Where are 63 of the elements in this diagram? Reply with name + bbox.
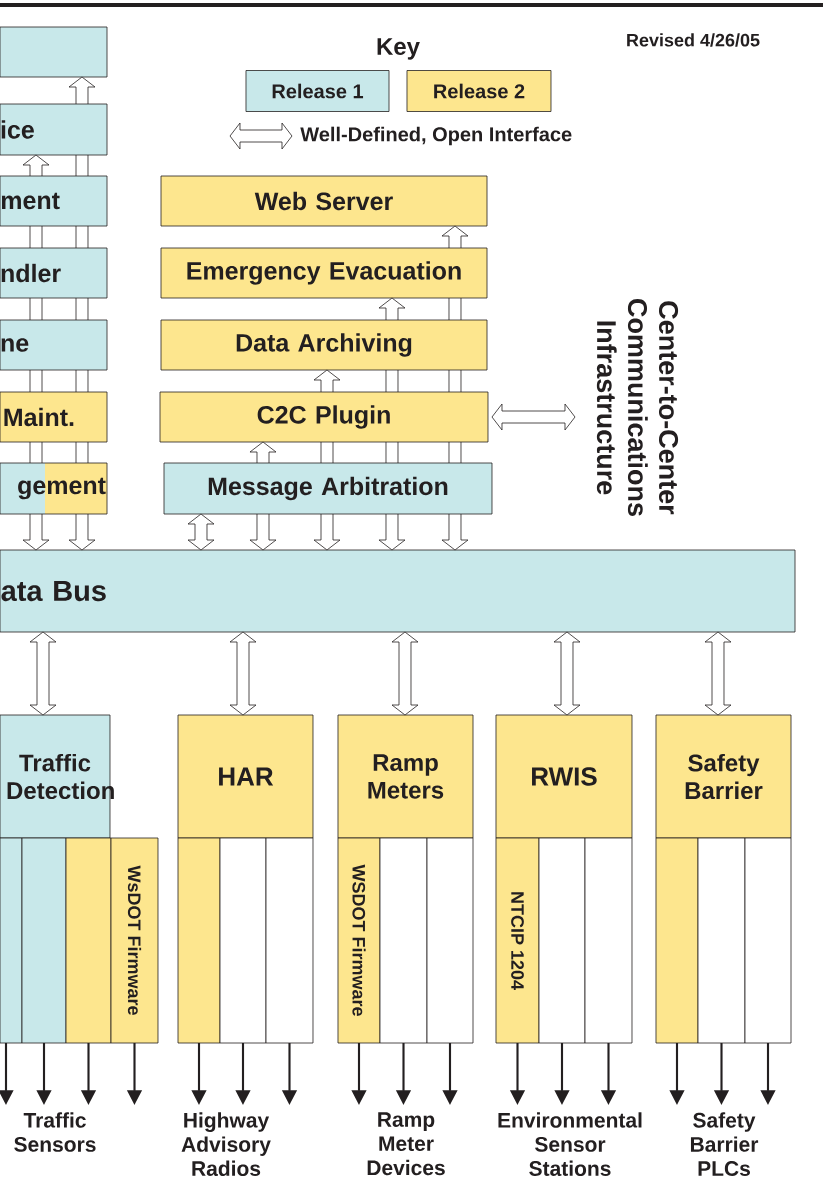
box	[538, 837, 586, 1044]
legend-box: Release 2	[406, 70, 552, 112]
module-box: gement	[0, 462, 108, 515]
module-box: ndler	[0, 247, 108, 299]
module-box: HAR	[177, 714, 314, 839]
block-arrow	[68, 513, 96, 551]
key-heading: Key	[377, 38, 420, 60]
block-arrow	[441, 225, 469, 249]
device-label: Highway Advisory Radios	[181, 1112, 271, 1176]
block-arrow	[391, 631, 419, 716]
block-arrow	[313, 513, 341, 551]
box	[65, 837, 112, 1044]
box	[379, 837, 428, 1044]
module-box: ne	[0, 319, 108, 371]
module-box: Safety Barrier	[655, 714, 792, 839]
module-box: Web Server	[160, 175, 488, 227]
block-arrow	[313, 369, 341, 393]
block-arrow	[704, 631, 732, 716]
box	[219, 837, 267, 1044]
rotated-label: Center-to-Center Communications Infrastructure	[596, 299, 679, 516]
box	[744, 837, 792, 1044]
block-arrow	[249, 441, 277, 464]
device-label: Ramp Meter Devices	[367, 1112, 445, 1176]
device-label: Traffic Sensors	[14, 1112, 96, 1152]
module-box: Emergency Evacuation	[160, 247, 488, 299]
box	[177, 837, 221, 1044]
revision-note: Revised 4/26/05	[627, 33, 760, 47]
block-arrow	[553, 631, 581, 716]
block-arrow	[229, 631, 257, 716]
legend-box: Release 1	[245, 70, 390, 112]
module-box: Maint.	[0, 391, 108, 443]
box	[584, 837, 633, 1044]
device-label: Safety Barrier PLCs	[690, 1112, 759, 1176]
column-box: WSDOT Firmware	[337, 837, 381, 1044]
box	[0, 837, 23, 1044]
module-box: Traffic Detection	[0, 714, 114, 839]
block-arrow	[22, 513, 50, 551]
block-arrow	[378, 513, 406, 551]
block-arrow	[187, 513, 215, 551]
block-arrow	[491, 403, 576, 431]
box	[697, 837, 746, 1044]
module-box: RWIS	[495, 714, 633, 839]
legend-label: Well-Defined, Open Interface	[300, 126, 572, 146]
module-box: ment	[0, 175, 108, 227]
module-box: ice	[0, 103, 108, 156]
block-arrow	[29, 631, 57, 716]
block-arrow	[249, 513, 277, 551]
block-arrow	[441, 513, 469, 551]
block-arrow	[378, 297, 406, 321]
module-box: C2C Plugin	[159, 391, 489, 443]
block-arrow	[22, 154, 50, 177]
block-arrow	[68, 76, 96, 105]
module-box: Message Arbitration	[163, 462, 493, 515]
module-box: ata Bus	[0, 549, 796, 633]
column-box: WsDOT Firmware	[110, 837, 159, 1044]
module-box: Ramp Meters	[337, 714, 474, 839]
module-box: Data Archiving	[160, 319, 488, 371]
box	[265, 837, 314, 1044]
column-box: NTCIP 1204	[495, 837, 540, 1044]
box	[655, 837, 699, 1044]
device-label: Environmental Sensor Stations	[498, 1112, 642, 1176]
box	[426, 837, 474, 1044]
box	[0, 26, 108, 78]
